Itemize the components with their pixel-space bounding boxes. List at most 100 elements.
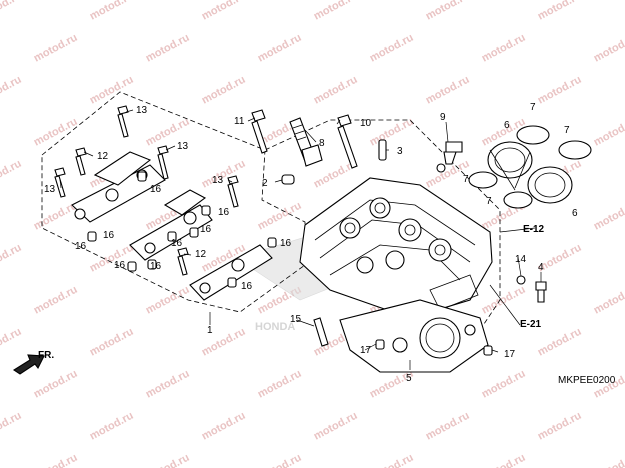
clamps	[468, 125, 592, 209]
watermark-text: motod.ru	[0, 410, 24, 443]
pin-2	[281, 174, 295, 185]
watermark-text: motod.ru	[144, 452, 192, 468]
watermark-text: motod.ru	[144, 368, 192, 401]
watermark-text: motod.ru	[424, 0, 472, 23]
part-number-label: 12	[97, 151, 109, 162]
watermark-text: motod.ru	[312, 0, 360, 23]
part-number-label: 16	[200, 224, 212, 235]
watermark-text: motod.ru	[0, 158, 24, 191]
part-number-label: 6	[504, 120, 510, 131]
head-gasket	[339, 299, 489, 373]
watermark-text: motod.ru	[0, 242, 24, 275]
part-number-label: 17	[360, 345, 372, 356]
part-number-label: 2	[262, 178, 268, 189]
part-number-label: 14	[515, 254, 527, 265]
watermark-text: motod.ru	[480, 452, 528, 468]
dowels-17	[375, 339, 493, 356]
spark-plug	[289, 117, 323, 167]
honda-logo-text: HONDA	[255, 321, 295, 333]
watermark-text: motod.ru	[32, 32, 80, 65]
diagram-code: MKPEE0200	[558, 375, 616, 386]
stud-15	[313, 317, 329, 347]
bolt-4	[535, 281, 547, 303]
cylinder-head	[299, 177, 493, 319]
ref-e12: E-12	[523, 224, 545, 235]
head-outline-dashed	[264, 119, 501, 346]
watermark-text: motod.ru	[200, 410, 248, 443]
part-number-label: 16	[241, 281, 253, 292]
watermark-text: motod.ru	[536, 74, 584, 107]
watermark-text: motod.ru	[0, 74, 24, 107]
watermark-text: motod.ru	[256, 452, 304, 468]
watermark-text: motod.ru	[200, 0, 248, 23]
watermark-text: motod.ru	[88, 410, 136, 443]
watermark-text: motod.ru	[312, 410, 360, 443]
part-number-label: 16	[218, 207, 230, 218]
part-number-label: 4	[538, 262, 544, 273]
part-number-label: 7	[486, 196, 492, 207]
watermark-text: motod.ru	[368, 452, 416, 468]
watermark-text: motod.ru	[368, 32, 416, 65]
washer-14	[516, 275, 526, 285]
part-number-label: 7	[564, 125, 570, 136]
part-number-label: 1	[207, 325, 213, 336]
watermark-text: motod.ru	[144, 32, 192, 65]
leader-lines	[59, 109, 542, 370]
watermark-text: motod.ru	[480, 368, 528, 401]
bolt-11	[251, 109, 268, 154]
insulator-lower	[527, 166, 573, 204]
watermark-text: motod.ru	[480, 32, 528, 65]
part-number-label: 13	[177, 141, 189, 152]
part-number-label: 10	[360, 118, 372, 129]
watermark-text: motod.ru	[592, 452, 625, 468]
watermark-text: motod.ru	[424, 74, 472, 107]
dowel-3	[378, 139, 387, 161]
part-number-label: 7	[530, 102, 536, 113]
part-number-label: 16	[280, 238, 292, 249]
watermark-text: motod.ru	[144, 284, 192, 317]
watermark-text: motod.ru	[88, 74, 136, 107]
part-number-label: 15	[290, 314, 302, 325]
watermark-text: motod.ru	[200, 74, 248, 107]
watermark-text: motod.ru	[32, 368, 80, 401]
temperature-sensor	[436, 141, 463, 173]
part-number-label: 11	[234, 116, 245, 127]
watermark-text: motod.ru	[592, 200, 625, 233]
watermark-text: motod.ru	[536, 0, 584, 23]
watermark-text: motod.ru	[88, 326, 136, 359]
watermark-text: motod.ru	[32, 452, 80, 468]
bolt-10	[337, 114, 358, 169]
insulator-upper	[487, 141, 533, 191]
watermark-text: motod.ru	[256, 368, 304, 401]
watermark-text: motod.ru	[592, 284, 625, 317]
part-number-label: 16	[75, 241, 87, 252]
front-direction-label: FR.	[38, 350, 54, 361]
watermark-text: motod.ru	[0, 326, 24, 359]
camshaft-holder-middle	[129, 189, 213, 261]
watermark-text: motod.ru	[536, 410, 584, 443]
part-number-label: 5	[406, 373, 412, 384]
watermark-text: motod.ru	[368, 116, 416, 149]
watermark-text: motod.ru	[424, 410, 472, 443]
watermark-text: motod.ru	[312, 74, 360, 107]
part-number-label: 7	[463, 174, 469, 185]
watermark-text: motod.ru	[256, 200, 304, 233]
part-number-label: 16	[150, 261, 162, 272]
watermark-text: motod.ru	[480, 284, 528, 317]
watermark-text: motod.ru	[88, 0, 136, 23]
part-number-label: 16	[150, 184, 162, 195]
watermark-text: motod.ru	[256, 32, 304, 65]
watermark-text: motod.ru	[592, 32, 625, 65]
part-number-label: 8	[319, 138, 325, 149]
part-number-label: 16	[114, 260, 126, 271]
part-number-label: 13	[136, 105, 148, 116]
watermark-text: motod.ru	[200, 158, 248, 191]
part-number-label: 12	[195, 249, 207, 260]
camshaft-holder-lower	[189, 244, 273, 301]
bolts-13	[54, 105, 239, 208]
watermark-text: motod.ru	[592, 116, 625, 149]
watermark-text: motod.ru	[0, 0, 24, 23]
